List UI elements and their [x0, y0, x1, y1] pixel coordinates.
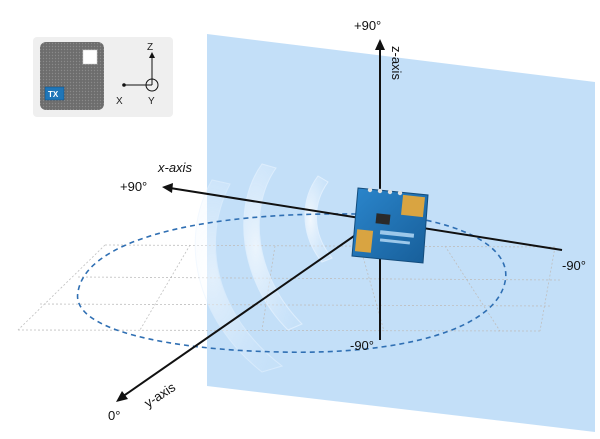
z-axis-top-label: +90°: [354, 18, 381, 33]
x-axis-left-label: +90°: [120, 179, 147, 194]
tx-label: TX: [48, 90, 59, 99]
orientation-legend: TX Z X Y: [33, 37, 173, 117]
x-axis-right-label: -90°: [562, 258, 586, 273]
mini-y-label: Y: [148, 96, 155, 107]
y-axis-end-label: 0°: [108, 408, 120, 423]
x-axis-arrowhead: [162, 183, 173, 193]
mini-z-label: Z: [147, 42, 153, 53]
z-axis-arrowhead: [375, 39, 385, 50]
radiation-waves: [194, 163, 333, 373]
y-axis-arrowhead: [116, 391, 128, 402]
radiation-pattern-outline: [76, 213, 507, 354]
ground-grid: [17, 244, 561, 332]
mini-x-label: X: [116, 96, 123, 107]
z-axis-name: z-axis: [389, 46, 404, 80]
x-axis-name: x-axis: [157, 160, 192, 175]
radar-module: [351, 187, 429, 264]
z-axis-bottom-label: -90°: [350, 338, 374, 353]
y-axis-name: y-axis: [141, 379, 178, 410]
